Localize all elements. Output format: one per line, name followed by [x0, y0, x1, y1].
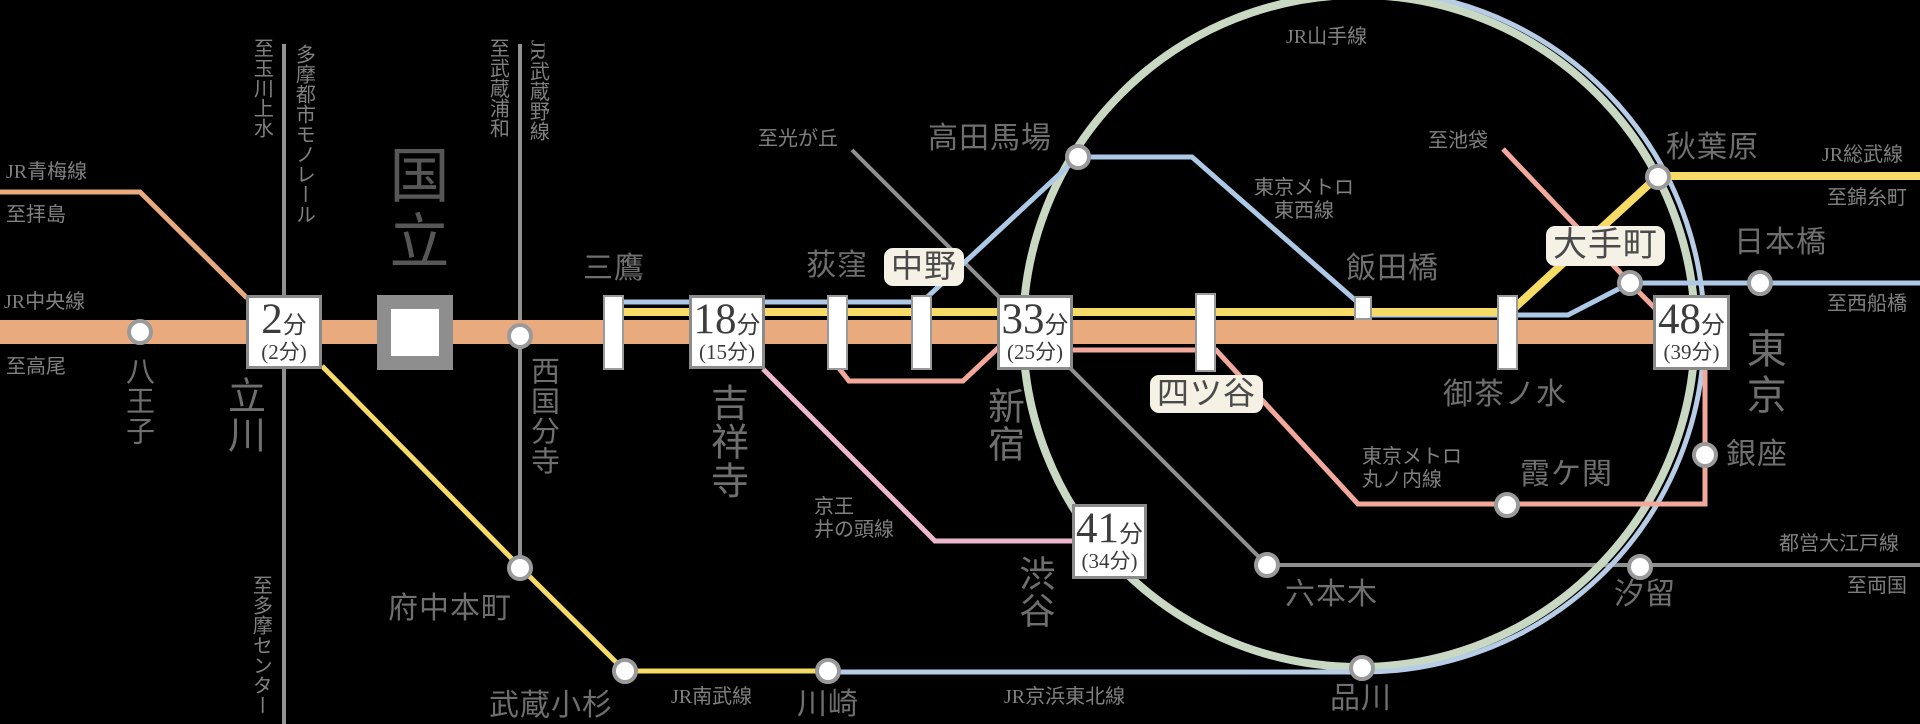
time-main: 2分 [261, 296, 307, 343]
line-label-tozai-1: 東京メトロ [1254, 177, 1354, 199]
nambu-line [320, 364, 828, 674]
station-circle-hachioji [127, 319, 153, 345]
station-label-shibuya: 渋谷 [1014, 555, 1055, 629]
station-label-akihabara: 秋葉原 [1666, 131, 1759, 164]
station-label-shinagawa: 品川 [1330, 682, 1392, 715]
time-sub: (25分) [1007, 340, 1063, 364]
line-label-to-tamacenter: 至多摩センター [249, 575, 272, 715]
station-label-musashikosugi: 武蔵小杉 [489, 689, 613, 722]
station-circle-ginza [1692, 442, 1718, 468]
station-circle-kawasaki [815, 658, 841, 684]
line-label-oedo: 都営大江戸線 [1779, 533, 1899, 555]
station-label-ginza: 銀座 [1726, 438, 1788, 471]
line-label-to-nishifunabashi: 至西船橋 [1827, 293, 1907, 315]
station-tick-mitaka [603, 295, 624, 370]
station-circle-akihabara [1645, 164, 1671, 190]
time-main: 33分 [1001, 296, 1069, 343]
station-tick-yotsuya [1195, 293, 1216, 372]
line-label-tozai-2: 東西線 [1274, 200, 1334, 222]
time-box-tachikawa: 2分 (2分) [246, 295, 322, 369]
line-label-inokashira-2: 井の頭線 [814, 519, 894, 541]
time-box-shibuya: 41分 (34分) [1072, 504, 1147, 579]
station-label-roppongi: 六本木 [1285, 578, 1378, 611]
station-label-nishikokubunji: 西国分寺 [526, 356, 559, 476]
station-label-kasumigaseki: 霞ケ関 [1520, 458, 1613, 491]
time-main: 41分 [1076, 505, 1143, 552]
time-box-shinjuku: 33分 (25分) [997, 295, 1073, 370]
station-label-kawasaki: 川崎 [797, 688, 859, 721]
station-label-hachioji: 八王子 [121, 356, 154, 446]
ome-line [0, 189, 249, 300]
line-label-to-kinshicho: 至錦糸町 [1827, 187, 1907, 209]
station-tick-ogikubo [827, 295, 848, 370]
station-circle-nishikokubunji [507, 323, 533, 349]
time-box-tokyo: 48分 (39分) [1653, 295, 1730, 370]
inokashira-line [761, 367, 1073, 544]
line-label-to-hikarigaoka: 至光が丘 [758, 128, 838, 150]
station-circle-takadanobaba [1065, 144, 1091, 170]
time-main: 18分 [693, 296, 761, 343]
line-label-to-ikebukuro: 至池袋 [1428, 130, 1488, 152]
station-label-yotsuya: 四ツ谷 [1150, 375, 1264, 413]
station-label-nakano: 中野 [884, 248, 965, 286]
station-label-nihombashi: 日本橋 [1734, 226, 1827, 259]
line-label-tama-monorail: 多摩都市モノレール [292, 44, 315, 224]
line-label-nambu: JR南武線 [671, 686, 753, 708]
station-label-shinjuku: 新宿 [981, 387, 1023, 463]
station-label-kichijoji: 吉祥寺 [704, 383, 747, 500]
line-label-ome: JR青梅線 [6, 161, 88, 183]
station-circle-nihombashi [1747, 270, 1773, 296]
time-sub: (34分) [1081, 549, 1138, 573]
marunouchi-line [836, 344, 1708, 507]
line-label-chuo: JR中央線 [4, 291, 86, 313]
station-label-otemachi: 大手町 [1546, 226, 1665, 267]
station-tick-ochanomizu [1497, 295, 1518, 370]
station-circle-musashikosugi [612, 658, 638, 684]
station-label-tachikawa: 立川 [221, 376, 264, 454]
line-label-keihintohoku: JR京浜東北線 [1004, 686, 1126, 708]
time-main: 48分 [1658, 296, 1725, 343]
station-label-ogikubo: 荻窪 [806, 249, 868, 282]
station-label-mitaka: 三鷹 [583, 252, 645, 285]
kunitachi-station-marker [377, 295, 453, 370]
line-label-yamanote: JR山手線 [1286, 26, 1368, 48]
station-circle-shinagawa [1349, 655, 1375, 681]
line-label-to-haijima: 至拝島 [6, 204, 66, 226]
line-label-sobu: JR総武線 [1822, 144, 1904, 166]
line-label-to-musashiurawa: 至武蔵浦和 [486, 38, 509, 138]
station-label-shiodome: 汐留 [1614, 578, 1676, 611]
station-label-fuchuhommachi: 府中本町 [388, 592, 512, 625]
line-label-to-ryogoku: 至両国 [1847, 575, 1907, 597]
time-sub: (39分) [1663, 340, 1720, 364]
station-circle-otemachi [1617, 270, 1643, 296]
station-circle-fuchuhommachi [507, 555, 533, 581]
time-sub: (15分) [699, 340, 755, 364]
line-label-musashino: JR武蔵野線 [526, 40, 549, 142]
station-label-tokyo: 東京 [1740, 328, 1786, 420]
kunitachi-station-label: 国立 [381, 144, 447, 276]
line-label-inokashira-1: 京王 [814, 496, 854, 518]
line-label-inokashira: 京王 井の頭線 [814, 496, 894, 542]
station-circle-kasumigaseki [1494, 492, 1520, 518]
station-label-ochanomizu: 御茶ノ水 [1443, 378, 1567, 411]
time-box-kichijoji: 18分 (15分) [689, 295, 765, 369]
time-sub: (2分) [261, 340, 307, 364]
station-tick-nakano [911, 295, 932, 370]
line-label-marunouchi-2: 丸ノ内線 [1362, 469, 1442, 491]
station-label-iidabashi: 飯田橋 [1346, 252, 1439, 285]
line-label-marunouchi: 東京メトロ 丸ノ内線 [1362, 446, 1462, 492]
line-label-to-takao: 至高尾 [6, 356, 66, 378]
station-label-takadanobaba: 高田馬場 [928, 122, 1052, 155]
line-label-marunouchi-1: 東京メトロ [1362, 446, 1462, 468]
line-label-tozai: 東京メトロ 東西線 [1248, 177, 1360, 223]
line-label-to-tamagawajosui: 至玉川上水 [250, 38, 273, 138]
station-circle-roppongi [1254, 552, 1280, 578]
station-square-iidabashi [1354, 296, 1372, 320]
station-circle-shiodome [1627, 554, 1653, 580]
